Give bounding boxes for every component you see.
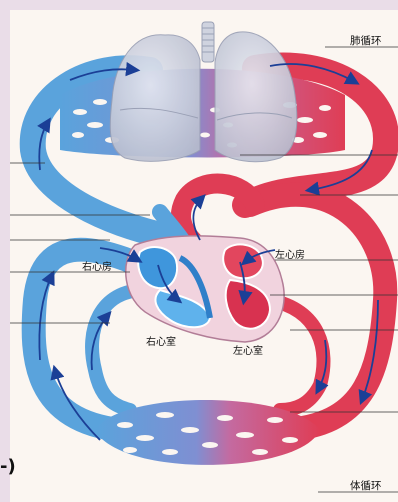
label-systemic-circulation: 体循环 — [350, 479, 382, 492]
label-left-ventricle: 左心室 — [233, 344, 263, 357]
label-pulmonary-circulation: 肺循环 — [350, 34, 382, 47]
label-right-atrium: 右心房 — [82, 260, 112, 273]
label-right-ventricle: 右心室 — [146, 335, 176, 348]
label-left-atrium: 左心房 — [275, 248, 305, 261]
corner-mark: -) — [0, 456, 16, 477]
pulmonary-capillary-network — [60, 69, 345, 158]
